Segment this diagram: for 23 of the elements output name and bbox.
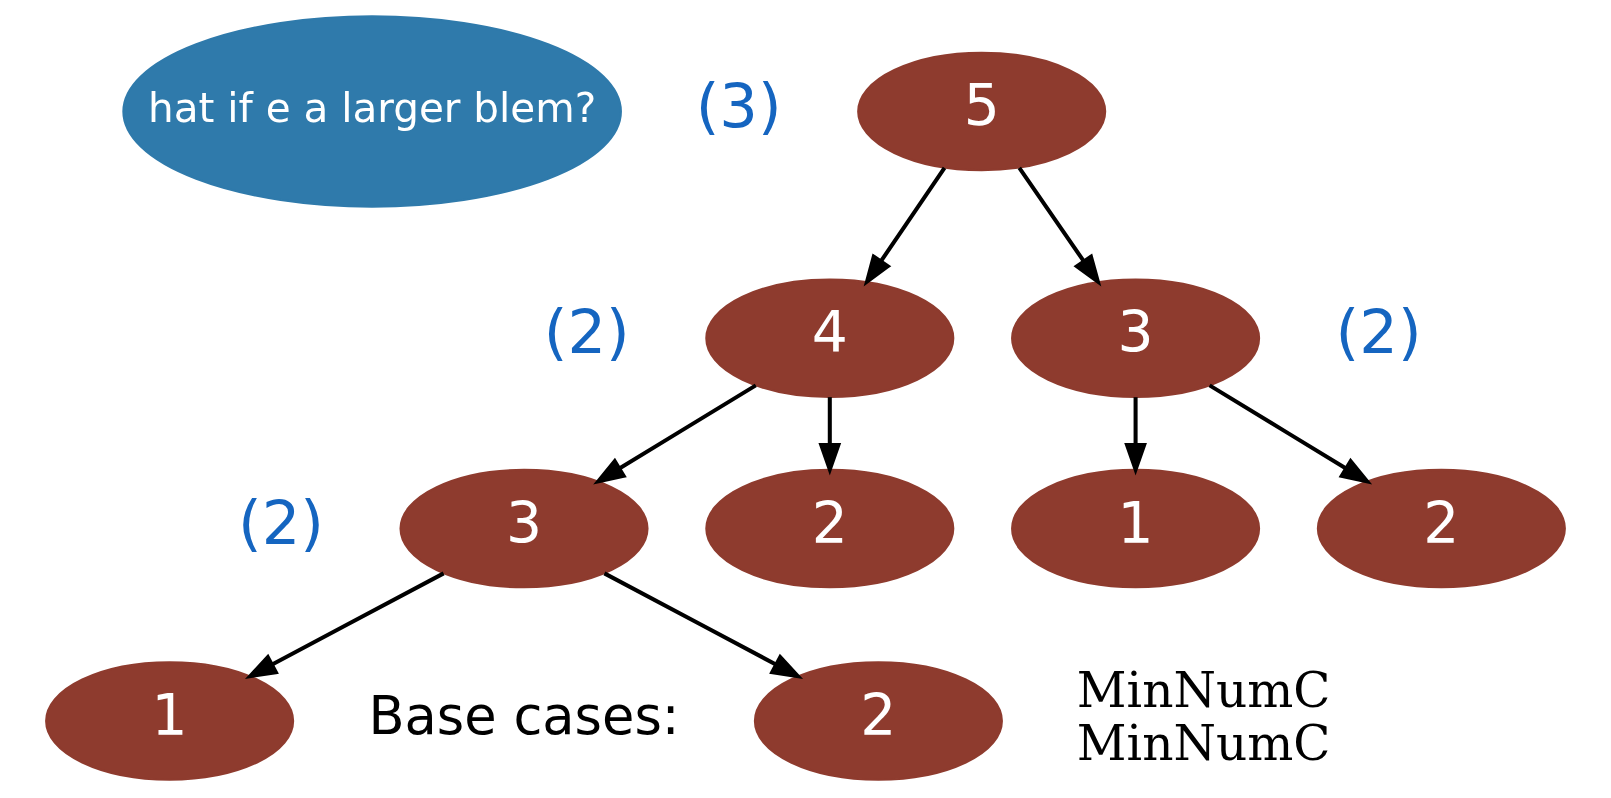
node-label: (2) [237, 487, 325, 558]
node-ellipse: 5 [857, 51, 1107, 172]
arrow [1124, 397, 1147, 476]
arrow [1017, 166, 1102, 287]
node-ellipse: 2 [1316, 468, 1566, 589]
node-ellipse: 2 [753, 661, 1003, 781]
arrow [1208, 383, 1373, 485]
node-label: (2) [543, 297, 630, 368]
node-label: (3) [695, 70, 782, 141]
node-ellipse: 1 [45, 661, 295, 781]
node-ellipse: hat if e a larger blem? [122, 15, 622, 208]
node-ellipse: 3 [399, 468, 649, 589]
node-ellipse: 3 [1011, 278, 1261, 398]
arrow [244, 571, 445, 679]
node-label: (2) [1335, 297, 1422, 368]
arrow [603, 571, 804, 679]
node-ellipse: 2 [705, 468, 955, 589]
arrow [818, 397, 842, 476]
node-ellipse: 1 [1011, 468, 1261, 589]
node-ellipse: 4 [705, 278, 955, 398]
label: Base cases: [368, 684, 680, 746]
arrow [593, 383, 757, 485]
arrow [863, 166, 947, 287]
